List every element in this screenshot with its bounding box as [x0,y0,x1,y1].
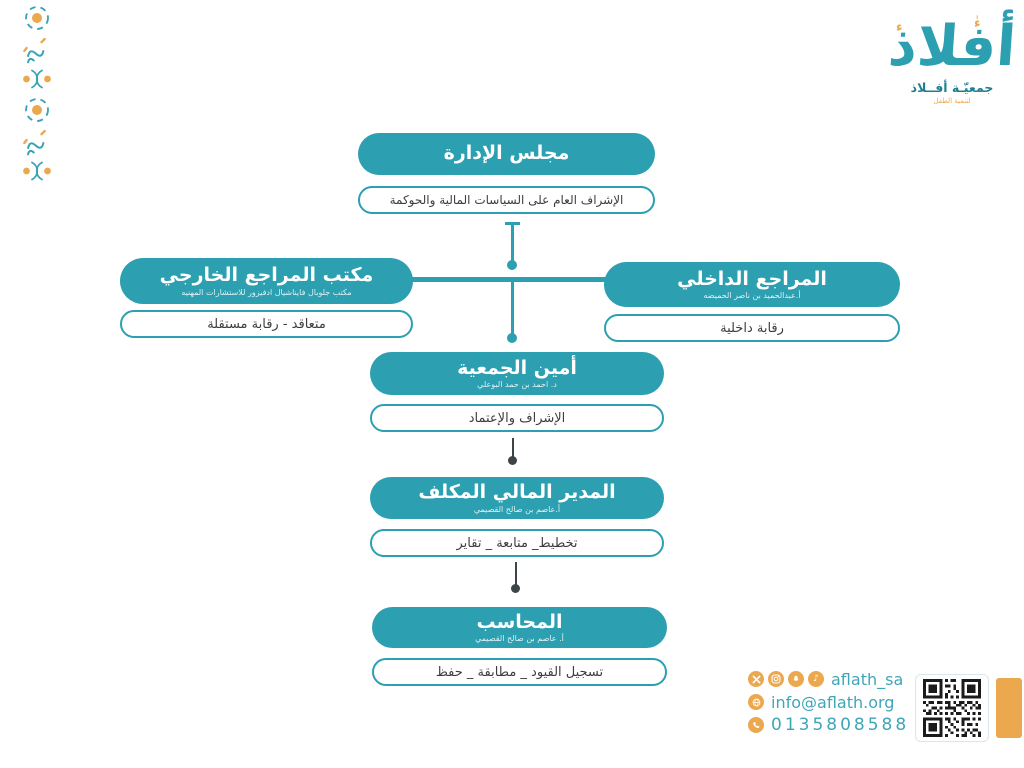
logo-org-name: جمعيّـة أفــلاذ [910,79,994,95]
connector-horizontal [406,277,608,282]
org-note-internal-auditor-text: رقابة داخلية [720,320,784,336]
org-note-board-text: الإشراف العام على السياسات المالية والحو… [389,193,624,207]
org-node-secretary-person: د. احمد بن حمد البوعلي [477,380,557,390]
globe-icon [748,694,764,710]
org-note-financial-manager: تخطيط_ متابعة _ تقاير [370,529,664,557]
org-note-external-auditor: متعاقد - رقابة مستقلة [120,310,413,338]
org-note-secretary: الإشراف والإعتماد [370,404,664,432]
connector-dot-dark [508,456,517,465]
orange-accent-bar [996,678,1022,738]
logo-tagline: لتنمية الطفل [933,96,971,105]
org-node-accountant-person: أ. عاصم بن صالح القصيمي [475,634,564,644]
connector-dot [507,260,517,270]
eye-dotted-circle-icon [25,98,49,122]
contact-block: ♪ aflath_sa info@aflath.org 0135808588 [748,669,909,735]
connector-dot [507,333,517,343]
squiggle-lines-icon [23,130,46,156]
eye-dotted-circle-icon [25,6,49,30]
org-node-financial-manager: المدير المالي المكلف أ.عاصم بن صالح القص… [370,477,664,519]
org-node-board: مجلس الإدارة [358,133,655,175]
org-node-external-auditor-person: مكتب جلوبال فايناشيال ادفيزور للاستشارات… [181,287,352,297]
org-node-internal-auditor-title: المراجع الداخلي [677,267,827,290]
connector-hub-to-secretary [511,280,514,338]
org-node-internal-auditor: المراجع الداخلي أ.عبدالحميد بن ناصر الحم… [604,262,900,307]
org-node-external-auditor: مكتب المراجع الخارجي مكتب جلوبال فايناشي… [120,258,413,304]
logo-accent-mark: ٰء [974,16,981,31]
contact-email: info@aflath.org [771,692,895,712]
contact-phone: 0135808588 [771,715,910,735]
org-node-secretary-title: أمين الجمعية [457,356,577,379]
dots-parentheses-icon [23,161,51,181]
snapchat-icon [788,671,804,687]
email-row: info@aflath.org [748,692,909,712]
org-note-secretary-text: الإشراف والإعتماد [468,410,566,426]
x-twitter-icon [748,671,764,687]
org-note-external-auditor-text: متعاقد - رقابة مستقلة [207,316,326,332]
social-row: ♪ aflath_sa [748,669,909,689]
phone-row: 0135808588 [748,715,909,735]
aflath-logo: أفلاذ ء ٰء جمعيّـة أفــلاذ لتنمية الطفل [878,14,1024,105]
org-note-accountant-text: تسجيل القيود _ مطابقة _ حفظ [435,664,604,680]
instagram-icon [768,671,784,687]
org-node-board-title: مجلس الإدارة [443,142,570,165]
org-node-accountant: المحاسب أ. عاصم بن صالح القصيمي [372,607,667,648]
connector-dot-dark [511,584,520,593]
qr-code [915,674,989,742]
org-note-internal-auditor: رقابة داخلية [604,314,900,342]
phone-icon [748,717,764,733]
connector-manager-to-accountant [515,562,517,588]
org-node-internal-auditor-person: أ.عبدالحميد بن ناصر الحميضه [703,291,801,301]
decorative-icon-column [20,2,54,182]
org-note-board: الإشراف العام على السياسات المالية والحو… [358,186,655,214]
squiggle-lines-icon [23,38,46,64]
connector-secretary-to-manager [512,438,514,460]
org-node-external-auditor-title: مكتب المراجع الخارجي [159,264,374,287]
org-node-secretary: أمين الجمعية د. احمد بن حمد البوعلي [370,352,664,395]
org-node-accountant-title: المحاسب [476,610,563,633]
tiktok-icon: ♪ [808,671,824,687]
social-handle: aflath_sa [831,669,904,689]
org-note-financial-manager-text: تخطيط_ متابعة _ تقاير [456,535,578,551]
org-node-financial-manager-person: أ.عاصم بن صالح القصيمي [473,504,561,514]
org-node-financial-manager-title: المدير المالي المكلف [418,481,616,504]
org-note-accountant: تسجيل القيود _ مطابقة _ حفظ [372,658,667,686]
dots-parentheses-icon [23,69,51,89]
connector-board-to-hub [511,222,514,265]
logo-accent-mark: ء [896,20,903,35]
